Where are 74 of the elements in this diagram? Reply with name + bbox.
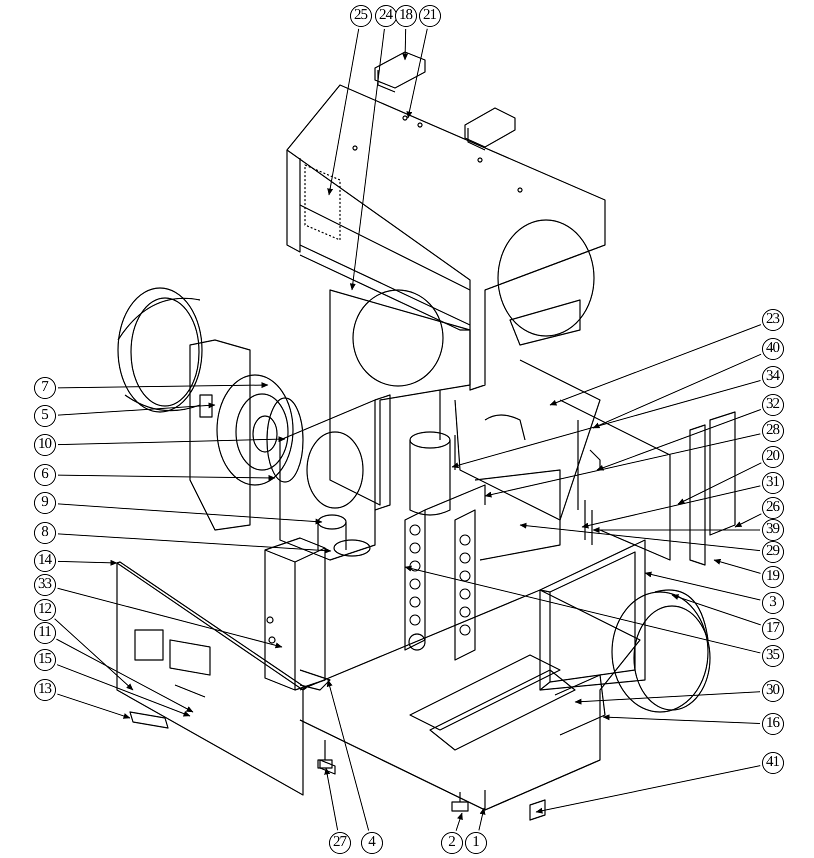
leader-line [478,808,486,831]
callout-number: 9 [34,492,56,514]
leader-line [644,572,761,601]
leader-line [404,566,761,654]
callout-number: 24 [374,4,396,26]
callout-number: 31 [762,472,784,494]
leader-line [456,812,463,832]
callout-number: 34 [762,366,784,388]
leader-line [602,714,760,724]
callout-number: 17 [762,618,784,640]
leader-line [350,28,385,290]
callout-number: 30 [762,680,784,702]
leader-line [520,522,761,552]
leader-line [56,638,194,712]
callout-number: 33 [34,574,56,596]
leader-line [324,768,338,831]
leader-line [58,474,276,481]
callout-number: 29 [762,540,784,562]
leader-line [574,691,761,705]
callout-number: 12 [34,598,56,620]
leader-line [56,694,130,719]
leader-line [57,533,332,554]
callout-number: 28 [762,420,784,442]
callout-number: 26 [762,496,784,518]
callout-number: 32 [762,394,784,416]
leader-line [678,462,762,504]
callout-number: 40 [762,338,784,360]
leader-line [672,594,762,626]
callout-number: 25 [350,4,372,26]
leader-line [402,28,408,60]
leader-line [57,588,282,648]
callout-number: 19 [762,566,784,588]
leader-line [550,324,762,406]
callout-number: 13 [34,678,56,700]
leader-line [536,765,761,814]
leader-line [326,680,370,831]
callout-number: 6 [34,464,56,486]
leader-line [596,409,762,471]
callout-number: 7 [34,376,56,398]
leader-line [58,560,118,566]
leader-line [582,485,761,528]
leader-line [406,28,428,118]
callout-number: 16 [762,712,784,734]
leader-line [734,513,762,528]
callout-number: 18 [394,4,416,26]
leader-line [56,664,190,716]
callout-number: 20 [762,446,784,468]
callout-number: 23 [762,308,784,330]
leader-line [58,382,268,388]
callout-number: 4 [360,832,382,854]
callout-number: 15 [34,648,56,670]
callout-number: 8 [34,522,56,544]
leader-line [327,28,360,196]
callout-number: 35 [762,644,784,666]
callout-number: 27 [328,832,350,854]
leader-line [54,618,134,690]
leader-line [592,354,762,428]
callout-number: 5 [34,404,56,426]
leader-line [58,436,286,446]
callout-number: 10 [34,434,56,456]
callout-number: 1 [464,832,486,854]
callout-number: 11 [34,622,56,644]
leader-line [714,558,761,574]
leader-line [484,433,761,498]
leader-line [57,503,322,525]
callout-number: 39 [762,518,784,540]
leader-line [592,527,760,533]
callout-number: 3 [762,592,784,614]
callout-number: 21 [418,4,440,26]
callout-number: 14 [34,550,56,572]
leader-line [57,402,216,416]
callout-number: 2 [440,832,462,854]
leader-line [452,380,761,468]
callout-number: 41 [762,752,784,774]
